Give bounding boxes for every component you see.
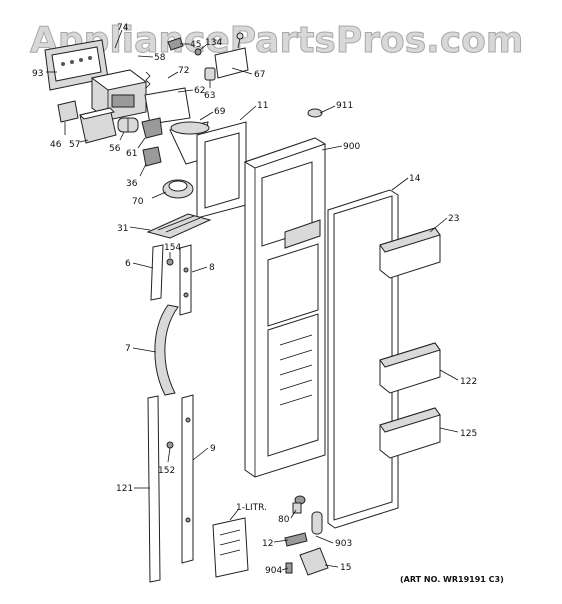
callout-121: 121 <box>116 484 133 494</box>
small-clip-part <box>167 37 184 51</box>
callout-12: 12 <box>262 539 273 549</box>
filter-bypass-plug <box>292 495 306 514</box>
door-bin-lower <box>379 407 441 459</box>
callout-134: 134 <box>205 38 222 48</box>
door-handle-cap-part <box>150 244 164 301</box>
lower-handle-trim-part <box>147 395 161 583</box>
callout-45: 45 <box>190 40 201 50</box>
auger-motor-part <box>144 87 191 125</box>
callout-23: 23 <box>448 214 459 224</box>
switch-part <box>57 100 79 123</box>
callout-11: 11 <box>257 101 268 111</box>
watermark: AppliancePartsPros.com <box>30 20 523 61</box>
solenoid-part <box>117 117 139 133</box>
handle-screw-part <box>166 258 174 266</box>
callout-14: 14 <box>409 174 421 184</box>
spring-part <box>145 71 151 89</box>
callout-122: 122 <box>460 377 477 387</box>
lower-handle-bracket-part <box>181 394 194 564</box>
callout-46: 46 <box>50 140 62 150</box>
dispenser-motor-housing <box>90 69 148 121</box>
instruction-card <box>212 517 249 578</box>
door-outer-panel <box>243 137 327 478</box>
callout-69: 69 <box>214 107 226 117</box>
tube-clip-part <box>284 532 308 547</box>
callout-57: 57 <box>69 140 80 150</box>
dispenser-recess-frame <box>196 121 247 219</box>
hinge-pin-part <box>204 67 216 81</box>
callout-36: 36 <box>126 179 138 189</box>
handle-mount-bracket-part <box>179 244 192 316</box>
callout-6: 6 <box>125 259 131 269</box>
door-bin-upper <box>379 227 441 279</box>
leader-lines <box>46 29 459 571</box>
callout-80: 80 <box>278 515 290 525</box>
callout-61: 61 <box>126 149 137 159</box>
callout-93: 93 <box>32 69 43 79</box>
callout-8: 8 <box>209 263 215 273</box>
callout-7: 7 <box>125 344 131 354</box>
callout-74: 74 <box>117 23 129 33</box>
door-bin-middle <box>379 342 441 394</box>
callout-labels: 74 45 134 58 72 67 93 62 63 911 11 69 46… <box>32 23 477 576</box>
callout-56: 56 <box>109 144 121 154</box>
door-hinge-bottom-part <box>299 547 329 576</box>
relay-part <box>142 146 162 167</box>
lower-screw-part <box>166 441 174 449</box>
callout-72: 72 <box>178 66 189 76</box>
callout-63: 63 <box>204 91 215 101</box>
callout-125: 125 <box>460 429 477 439</box>
water-valve-part <box>79 107 117 144</box>
art-number: (ART NO. WR19191 C3) <box>400 575 504 584</box>
callout-62: 62 <box>194 86 205 96</box>
callout-1-litr: 1-LITR. <box>236 503 267 513</box>
callout-152: 152 <box>158 466 175 476</box>
top-cap-part <box>307 108 323 118</box>
callout-31: 31 <box>117 224 128 234</box>
callout-900: 900 <box>343 142 360 152</box>
door-handle-part <box>154 304 179 396</box>
water-tube-part <box>311 511 323 535</box>
callout-9: 9 <box>210 444 216 454</box>
small-screw-part <box>194 48 202 56</box>
callout-15: 15 <box>340 563 351 573</box>
chute-seal-part <box>162 179 194 199</box>
callout-911: 911 <box>336 101 353 111</box>
callout-903: 903 <box>335 539 352 549</box>
actuator-part <box>141 117 163 139</box>
drip-tray-grille <box>146 213 212 239</box>
callout-58: 58 <box>154 53 166 63</box>
callout-904: 904 <box>265 566 282 576</box>
small-fitting-part <box>285 562 293 574</box>
callout-67: 67 <box>254 70 265 80</box>
callout-70: 70 <box>132 197 144 207</box>
callout-154: 154 <box>164 243 181 253</box>
